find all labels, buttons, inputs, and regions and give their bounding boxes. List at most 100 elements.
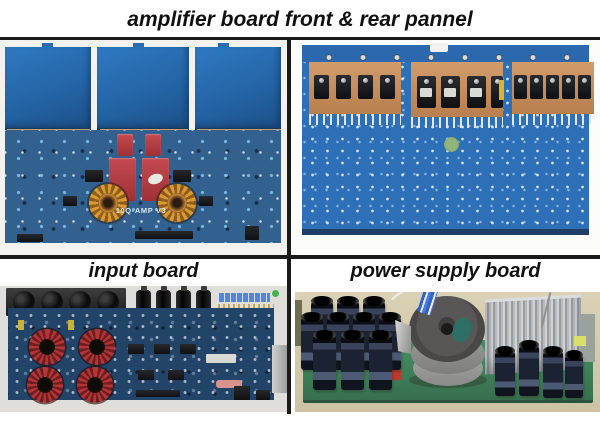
photo-power-supply-board — [295, 292, 600, 412]
transistor — [546, 75, 559, 99]
heatsink-tab — [218, 43, 229, 48]
ic-chip — [63, 196, 77, 206]
photo-front-panel-board: 10Q-AMP V3 — [0, 40, 287, 255]
toroid-transformer — [29, 329, 65, 365]
edge-fragment — [295, 300, 302, 346]
ic-chip — [128, 344, 144, 354]
toroid-transformer — [79, 329, 115, 365]
transistor — [314, 75, 329, 99]
terminal-block — [218, 293, 270, 302]
transistor — [514, 75, 527, 99]
toroid-core — [39, 339, 55, 355]
front-pcb: 10Q-AMP V3 — [5, 130, 281, 243]
metal-shield — [395, 320, 411, 354]
transistor — [578, 75, 591, 99]
heatsink-block — [97, 47, 189, 130]
transistor-label — [470, 88, 482, 97]
transistor — [336, 75, 351, 99]
transformer-hole — [441, 323, 453, 335]
transistor — [417, 76, 436, 108]
photo-input-board — [0, 286, 287, 412]
horizontal-divider-middle — [0, 255, 600, 259]
ic-chip — [138, 370, 154, 380]
input-pcb — [8, 308, 274, 403]
board-bottom-edge — [302, 229, 589, 235]
ic-chip — [180, 344, 196, 354]
copper-heat-spreader — [309, 62, 401, 114]
xlr-connector — [97, 291, 119, 313]
transistor — [245, 226, 259, 240]
vertical-divider — [287, 37, 291, 414]
transistor — [562, 75, 575, 99]
toroid-core — [87, 377, 103, 393]
copper-heat-spreader — [411, 62, 504, 117]
copper-heat-spreader — [512, 62, 594, 114]
ic-chip — [154, 344, 170, 354]
transistor — [441, 76, 460, 108]
red-component — [387, 370, 401, 380]
heatsink-tab — [42, 43, 53, 48]
ic-chip — [85, 170, 103, 182]
transistor — [530, 75, 543, 99]
toroid-inductor — [89, 184, 127, 222]
horizontal-divider-top — [0, 37, 600, 40]
capacitor — [519, 340, 539, 396]
red-capacitor-small — [117, 134, 133, 156]
red-capacitor-small — [145, 134, 161, 156]
capacitor — [341, 330, 364, 390]
capacitor — [313, 330, 336, 390]
capacitor — [565, 350, 583, 398]
transistor — [380, 75, 395, 99]
transistor-legs — [309, 114, 401, 125]
capacitor — [543, 346, 563, 398]
transistor-label — [444, 88, 456, 97]
connector — [17, 234, 43, 242]
heatsink-block — [195, 47, 281, 130]
ic-chip — [199, 196, 213, 206]
mounting-rail — [302, 45, 589, 62]
capacitor — [369, 330, 392, 390]
capacitor-label — [146, 171, 165, 187]
transistor-legs — [512, 114, 594, 125]
xlr-connector — [41, 291, 63, 313]
heatsink-tab — [133, 43, 144, 48]
power-supply-board-label: power supply board — [350, 260, 541, 282]
xlr-connector — [13, 291, 35, 313]
photo-rear-panel-board — [291, 40, 600, 255]
green-led — [272, 290, 279, 297]
yellow-capacitor — [499, 80, 504, 100]
capacitor — [495, 346, 515, 396]
ic-chip — [173, 170, 191, 182]
ic-chip — [168, 370, 184, 380]
heatsink-end — [581, 314, 595, 362]
metal-bracket — [272, 345, 287, 393]
pin-header — [135, 231, 193, 239]
heatsink-block — [5, 47, 91, 130]
yellow-component — [68, 320, 74, 330]
toroid-transformer — [27, 367, 63, 403]
pink-resistor — [216, 380, 242, 388]
white-clip — [430, 43, 448, 52]
toroid-core — [98, 193, 118, 213]
pin-header — [136, 390, 180, 397]
round-sticker — [444, 137, 459, 152]
yellow-label — [574, 336, 586, 346]
rear-pcb — [302, 43, 594, 235]
toroid-core — [37, 377, 53, 393]
input-board-label: input board — [88, 260, 199, 282]
transistor-label — [420, 88, 432, 97]
toroid-core — [89, 339, 105, 355]
teal-patch — [449, 315, 475, 345]
silkscreen-text: 10Q-AMP V3 — [115, 206, 167, 215]
xlr-connector — [69, 291, 91, 313]
transistor — [358, 75, 373, 99]
transistor-legs — [411, 117, 503, 128]
toroid-inductor — [158, 184, 196, 222]
transistor — [467, 76, 486, 108]
connector — [256, 390, 270, 400]
toroid-transformer — [77, 367, 113, 403]
connector — [234, 386, 250, 400]
pin-row — [218, 304, 274, 309]
header-title: amplifier board front & rear pannel — [127, 8, 473, 31]
yellow-component — [18, 320, 24, 330]
